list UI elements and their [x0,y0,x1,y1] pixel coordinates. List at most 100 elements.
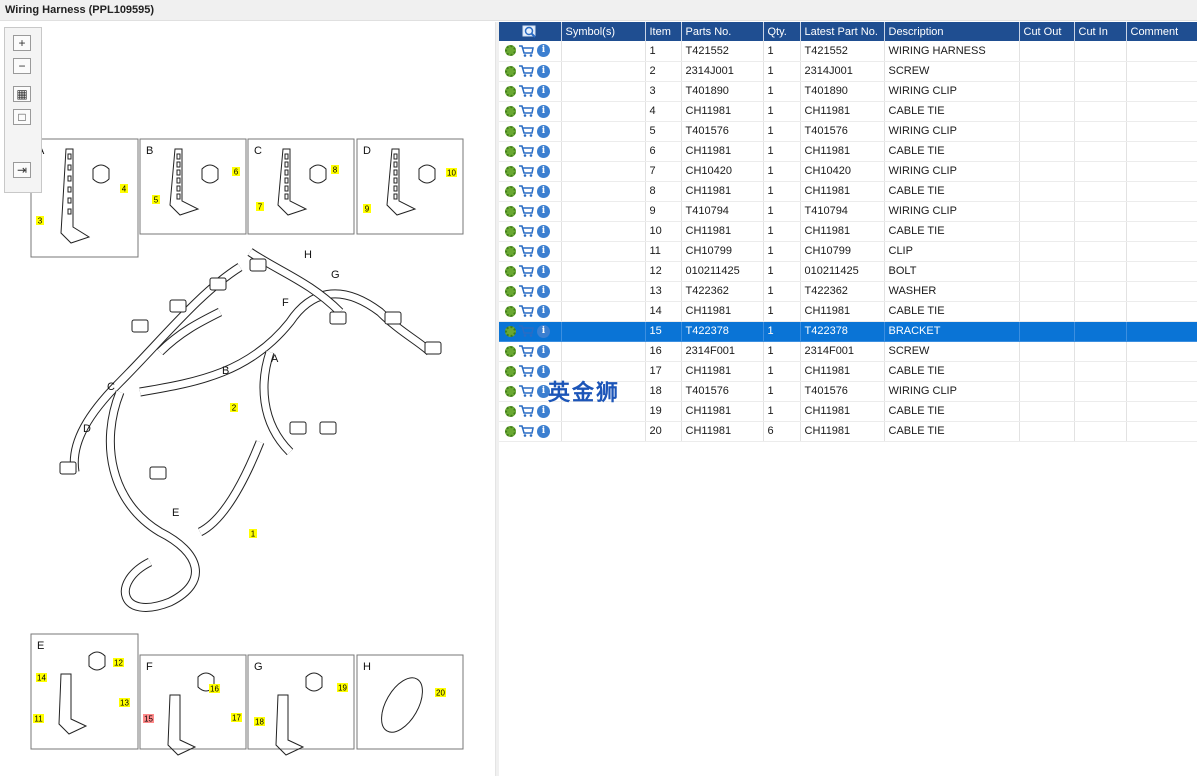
gear-icon[interactable] [505,305,516,317]
fit-icon[interactable]: ▦ [13,86,31,102]
cart-icon[interactable] [519,385,534,397]
info-icon[interactable]: i [537,344,550,358]
col-cut-in[interactable]: Cut In [1074,22,1127,41]
col-item[interactable]: Item [645,22,682,41]
gear-icon[interactable] [505,385,516,397]
col-qty[interactable]: Qty. [763,22,801,41]
callout-20[interactable]: 20 [435,688,446,698]
gear-icon[interactable] [505,365,516,377]
callout-16[interactable]: 16 [209,684,220,694]
callout-8[interactable]: 8 [331,165,339,175]
actual-size-icon[interactable]: □ [13,109,31,125]
gear-icon[interactable] [505,425,516,437]
info-icon[interactable]: i [537,284,550,298]
cart-icon[interactable] [519,425,534,437]
col-parts-no[interactable]: Parts No. [681,22,764,41]
gear-icon[interactable] [505,285,516,297]
cart-icon[interactable] [519,125,534,137]
cart-icon[interactable] [519,265,534,277]
info-icon[interactable]: i [537,244,550,258]
callout-2[interactable]: 2 [230,403,238,413]
cart-icon[interactable] [519,365,534,377]
gear-icon[interactable] [505,345,516,357]
gear-icon[interactable] [505,225,516,237]
col-cut-out[interactable]: Cut Out [1019,22,1075,41]
gear-icon[interactable] [505,85,516,97]
cart-icon[interactable] [519,345,534,357]
export-icon[interactable]: ⇥ [13,162,31,178]
callout-12[interactable]: 12 [113,658,124,668]
cart-icon[interactable] [519,185,534,197]
zoom-out-icon[interactable]: − [13,58,31,74]
info-icon[interactable]: i [537,84,550,98]
parts-diagram[interactable]: A34B56C78D910E14121311F161517G1918H20HGF… [0,22,495,776]
callout-7[interactable]: 7 [256,202,264,212]
col-latest-part-no[interactable]: Latest Part No. [800,22,885,41]
info-icon[interactable]: i [537,304,550,318]
gear-icon[interactable] [505,185,516,197]
info-icon[interactable]: i [537,204,550,218]
gear-icon[interactable] [505,205,516,217]
cart-icon[interactable] [519,205,534,217]
info-icon[interactable]: i [537,144,550,158]
splitter[interactable] [495,22,499,776]
cart-icon[interactable] [519,245,534,257]
info-icon[interactable]: i [537,184,550,198]
gear-icon[interactable] [505,405,516,417]
col-description[interactable]: Description [884,22,1020,41]
info-icon[interactable]: i [537,384,550,398]
diagram-canvas[interactable]: A34B56C78D910E14121311F161517G1918H20HGF… [0,22,495,776]
cart-icon[interactable] [519,305,534,317]
cart-icon[interactable] [519,65,534,77]
info-icon[interactable]: i [537,424,550,438]
callout-1[interactable]: 1 [249,529,257,539]
info-icon[interactable]: i [537,224,550,238]
callout-18[interactable]: 18 [254,717,265,727]
cart-icon[interactable] [519,105,534,117]
gear-icon[interactable] [505,65,516,77]
info-icon[interactable]: i [537,404,550,418]
col-comment[interactable]: Comment [1126,22,1197,41]
info-icon[interactable]: i [537,64,550,78]
cart-icon[interactable] [519,325,534,337]
callout-15[interactable]: 15 [143,714,154,724]
callout-13[interactable]: 13 [119,698,130,708]
info-icon[interactable]: i [537,364,550,378]
callout-4[interactable]: 4 [120,184,128,194]
callout-9[interactable]: 9 [363,204,371,214]
gear-icon[interactable] [505,265,516,277]
info-icon[interactable]: i [537,324,550,338]
gear-icon[interactable] [505,165,516,177]
callout-5[interactable]: 5 [152,195,160,205]
callout-6[interactable]: 6 [232,167,240,177]
gear-icon[interactable] [505,125,516,137]
gear-icon[interactable] [505,145,516,157]
info-icon[interactable]: i [537,104,550,118]
callout-17[interactable]: 17 [231,713,242,723]
cart-icon[interactable] [519,405,534,417]
zoom-in-icon[interactable]: + [13,35,31,51]
callout-10[interactable]: 10 [446,168,457,178]
info-icon[interactable]: i [537,164,550,178]
gear-icon[interactable] [505,105,516,117]
cart-icon[interactable] [519,85,534,97]
callout-11[interactable]: 11 [33,714,44,724]
cart-icon[interactable] [519,225,534,237]
callout-3[interactable]: 3 [36,216,44,226]
callout-19[interactable]: 19 [337,683,348,693]
gear-icon[interactable] [505,45,516,57]
